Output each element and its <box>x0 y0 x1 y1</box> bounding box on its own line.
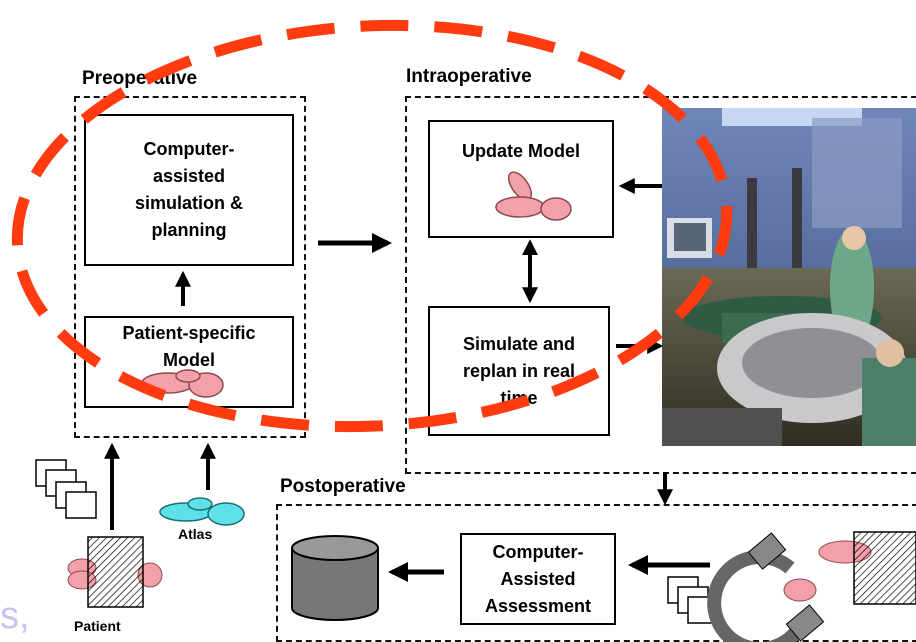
atlas-icon <box>159 497 245 526</box>
planning-label: Computer- assisted simulation & planning <box>134 139 243 240</box>
postoperative-title: Postoperative <box>280 476 406 497</box>
assessment-box: Computer- Assisted Assessment <box>460 533 616 625</box>
postoperative-container <box>276 504 916 642</box>
planning-box: Computer- assisted simulation & planning <box>84 114 294 266</box>
simulate-box: Simulate and replan in real time <box>428 306 610 436</box>
patient-icon <box>67 536 163 608</box>
faint-background-text: s, <box>0 595 30 637</box>
update-model-label: Update Model <box>461 141 580 161</box>
mri-scanner-icon <box>707 531 916 642</box>
preoperative-container <box>74 96 306 438</box>
atlas-label: Atlas <box>178 526 213 542</box>
update-model-icon <box>495 171 572 221</box>
patient-model-label: Patient-specific Model <box>122 323 256 370</box>
patient-label: Patient <box>74 618 121 634</box>
simulate-label: Simulate and replan in real time <box>462 333 576 408</box>
operating-room-photo <box>662 108 916 446</box>
image-stack-icon <box>35 459 97 519</box>
highlight-ellipse <box>11 19 733 433</box>
assessment-label: Computer- Assisted Assessment <box>484 541 592 616</box>
database-cylinder-icon <box>291 535 379 621</box>
intraoperative-title: Intraoperative <box>406 66 532 87</box>
